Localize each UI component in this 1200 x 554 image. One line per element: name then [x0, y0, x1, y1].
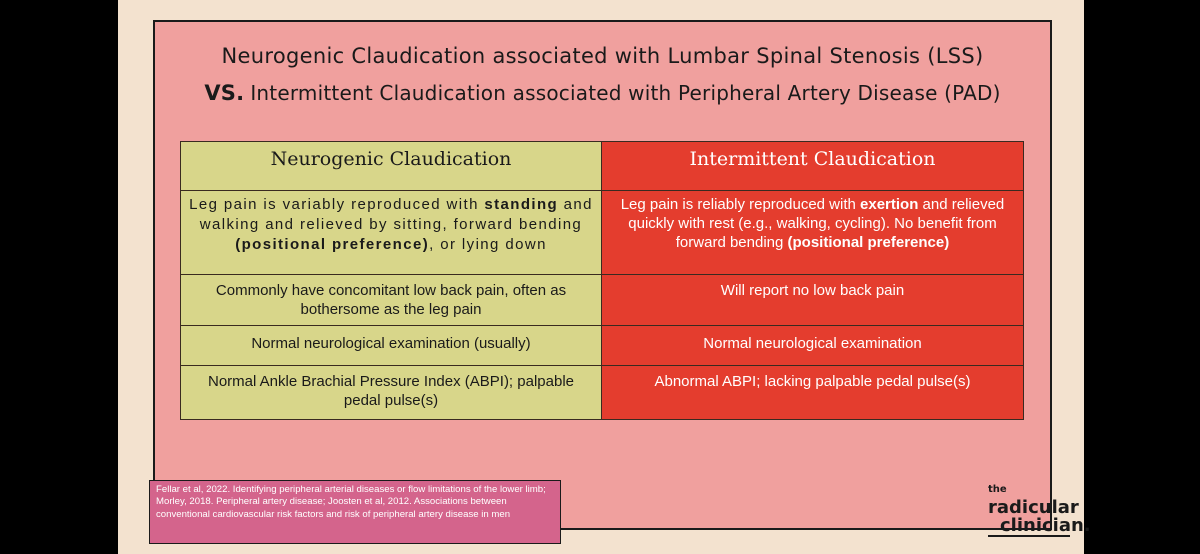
table-row: Commonly have concomitant low back pain,…: [180, 274, 1024, 326]
title-line-2: VS.Intermittent Claudication associated …: [155, 81, 1050, 105]
cell-intermittent: Leg pain is reliably reproduced with exe…: [601, 190, 1024, 275]
header-neurogenic: Neurogenic Claudication: [180, 141, 602, 191]
title-line-2-text: Intermittent Claudication associated wit…: [250, 81, 1001, 105]
comparison-table: Neurogenic Claudication Intermittent Cla…: [180, 141, 1024, 420]
references-box: Fellar et al, 2022. Identifying peripher…: [149, 480, 561, 544]
cell-neurogenic: Leg pain is variably reproduced with sta…: [180, 190, 602, 275]
table-row: Leg pain is variably reproduced with sta…: [180, 190, 1024, 275]
brand-logo: the radicular clinician.: [988, 478, 1091, 537]
cell-neurogenic: Commonly have concomitant low back pain,…: [180, 274, 602, 326]
table-row: Normal neurological examination (usually…: [180, 325, 1024, 366]
cell-neurogenic: Normal neurological examination (usually…: [180, 325, 602, 366]
cell-intermittent: Normal neurological examination: [601, 325, 1024, 366]
logo-word-clinician: clinician.: [988, 517, 1091, 537]
table-row: Normal Ankle Brachial Pressure Index (AB…: [180, 365, 1024, 420]
logo-the: the: [988, 484, 1007, 495]
content-panel: Neurogenic Claudication associated with …: [153, 20, 1052, 530]
title-line-1: Neurogenic Claudication associated with …: [221, 44, 984, 68]
cell-intermittent: Abnormal ABPI; lacking palpable pedal pu…: [601, 365, 1024, 420]
header-intermittent: Intermittent Claudication: [601, 141, 1024, 191]
logo-word-radicular: radicular: [988, 497, 1079, 518]
vs-label: VS.: [204, 81, 245, 105]
cell-intermittent: Will report no low back pain: [601, 274, 1024, 326]
slide: Neurogenic Claudication associated with …: [118, 0, 1084, 554]
cell-neurogenic: Normal Ankle Brachial Pressure Index (AB…: [180, 365, 602, 420]
